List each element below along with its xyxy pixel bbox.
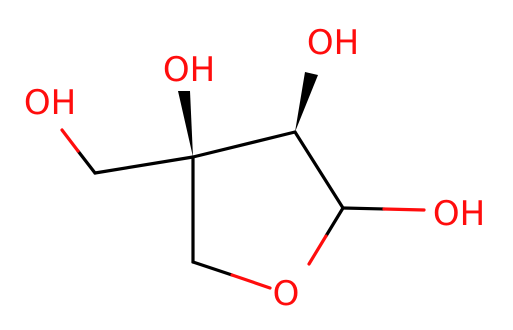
atom-oh-c1: OH xyxy=(433,194,485,234)
oxygen-bond-group xyxy=(60,128,426,290)
bond-ch2-c3 xyxy=(93,155,195,175)
bond-c1-o-oxygen-half xyxy=(307,234,328,266)
bond-group xyxy=(76,130,386,277)
bond-c4-o-carbon-half xyxy=(191,260,234,277)
atom-oh-hydroxymethyl: OH xyxy=(24,83,76,123)
bond-c3-c2 xyxy=(191,130,297,159)
wedge-c2-oh xyxy=(295,72,318,132)
bond-ch2-oh-carbon-half xyxy=(76,149,97,175)
atom-label-group: OH OH OH OH O xyxy=(24,23,485,314)
bond-c4-o-oxygen-half xyxy=(230,273,272,290)
atom-oh-c3: OH xyxy=(163,50,215,90)
bond-c1-o-carbon-half xyxy=(324,206,345,238)
bond-c2-c1 xyxy=(293,130,345,210)
wedge-c3-oh xyxy=(178,91,193,157)
bond-ch2-oh-oxygen-half xyxy=(60,128,80,153)
bond-c1-oh-oxygen-half xyxy=(382,207,426,212)
wedge-group xyxy=(178,72,318,157)
atom-ring-oxygen: O xyxy=(273,274,300,314)
bond-c1-oh-carbon-half xyxy=(341,206,386,211)
atom-oh-c2: OH xyxy=(307,23,359,63)
